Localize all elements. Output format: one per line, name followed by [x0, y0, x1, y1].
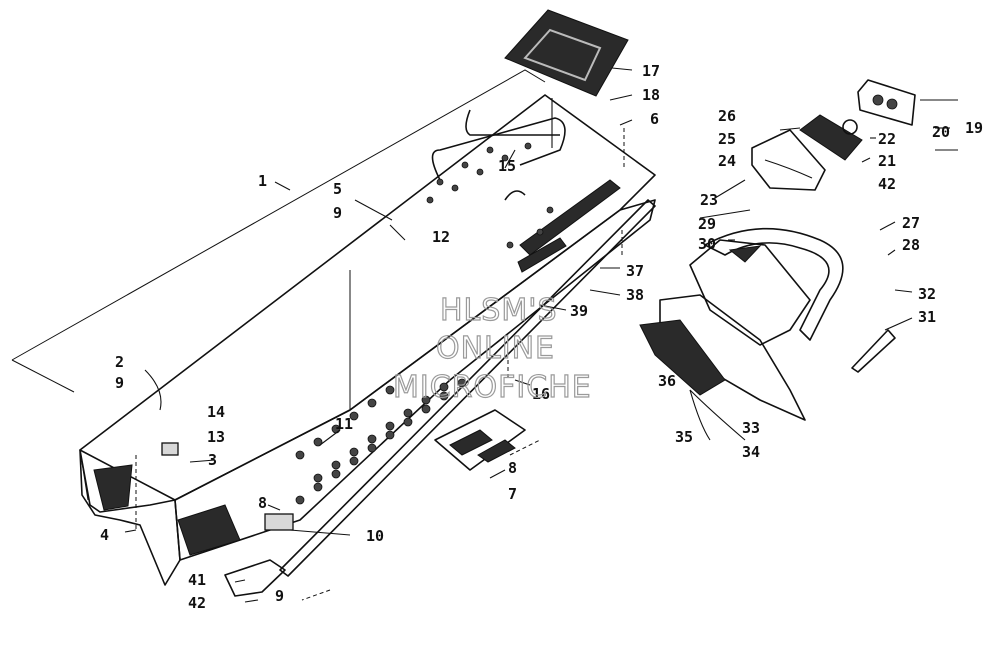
rivet-hole	[349, 411, 359, 421]
callout-24: 24	[718, 152, 736, 170]
callout-6: 6	[650, 110, 659, 128]
callout-9c: 9	[275, 587, 284, 605]
callout-41: 41	[188, 571, 206, 589]
watermark: HLSM'S ONLINE MICROFICHE	[392, 292, 592, 405]
deck-fastener	[461, 161, 469, 169]
callout-26: 26	[718, 107, 736, 125]
callout-42b: 42	[188, 594, 206, 612]
callout-32: 32	[918, 285, 936, 303]
callout-20: 20	[932, 123, 950, 141]
deck-fastener	[536, 228, 544, 236]
rivet-hole	[457, 378, 467, 388]
deck-fastener	[436, 178, 444, 186]
deck-fastener	[426, 196, 434, 204]
callout-3: 3	[208, 451, 217, 469]
tunnel-outline-leader	[11, 69, 546, 393]
rivet-hole	[295, 495, 305, 505]
callout-labels: 1 2 3 4 5 6 7 8 8 9 9 9 10 11 12 13 14 1…	[100, 62, 983, 612]
watermark-line-2: ONLINE	[436, 331, 555, 366]
callout-31: 31	[918, 308, 936, 326]
rivet-hole	[367, 434, 377, 444]
watermark-line-3: MICROFICHE	[393, 370, 592, 405]
callout-28: 28	[902, 236, 920, 254]
callout-15: 15	[498, 157, 516, 175]
rivet-hole	[385, 421, 395, 431]
callout-5: 5	[333, 180, 342, 198]
rivet-hole	[421, 404, 431, 414]
rivet-hole	[385, 385, 395, 395]
callout-38: 38	[626, 286, 644, 304]
callout-22: 22	[878, 130, 896, 148]
callout-36: 36	[658, 372, 676, 390]
rivet-hole	[403, 408, 413, 418]
tunnel-assembly	[79, 94, 656, 597]
taillight-assembly	[799, 79, 916, 161]
callout-37: 37	[626, 262, 644, 280]
callout-17: 17	[642, 62, 660, 80]
callout-25: 25	[718, 130, 736, 148]
callout-8a: 8	[508, 459, 517, 477]
callout-30: 30	[698, 235, 716, 253]
deck-fastener	[486, 146, 494, 154]
rivet-hole	[421, 395, 431, 405]
callout-42a: 42	[878, 175, 896, 193]
callout-29: 29	[698, 215, 716, 233]
rivet-hole	[349, 447, 359, 457]
watermark-line-1: HLSM'S	[440, 293, 558, 328]
callout-23: 23	[700, 191, 718, 209]
callout-12: 12	[432, 228, 450, 246]
rivet-hole	[367, 443, 377, 453]
deck-fastener	[451, 184, 459, 192]
callout-21: 21	[878, 152, 896, 170]
callout-9a: 9	[333, 204, 342, 222]
rivet-holes	[295, 142, 554, 505]
leader-lines	[124, 67, 958, 603]
callout-19: 19	[965, 119, 983, 137]
callout-34: 34	[742, 443, 760, 461]
snowflap-17	[504, 9, 629, 148]
callout-11: 11	[335, 415, 353, 433]
rear-bumper-27	[689, 227, 844, 346]
rivet-hole	[385, 430, 395, 440]
callout-9b: 9	[115, 374, 124, 392]
rivet-hole	[439, 382, 449, 392]
rivet-hole	[331, 460, 341, 470]
reflector-31	[851, 329, 896, 373]
rivet-hole	[439, 391, 449, 401]
callout-16: 16	[532, 385, 550, 403]
deck-fastener	[524, 142, 532, 150]
callout-33: 33	[742, 419, 760, 437]
deck-fastener	[476, 168, 484, 176]
callout-10: 10	[366, 527, 384, 545]
taillight-housing	[751, 129, 826, 191]
rivet-hole	[313, 482, 323, 492]
callout-8b: 8	[258, 494, 267, 512]
rivet-hole	[313, 473, 323, 483]
rivet-hole	[295, 450, 305, 460]
rivet-hole	[331, 469, 341, 479]
snowflap-33	[639, 294, 806, 421]
callout-1: 1	[258, 172, 267, 190]
callout-27: 27	[902, 214, 920, 232]
callout-7: 7	[508, 485, 517, 503]
deck-fastener	[501, 154, 509, 162]
callout-35: 35	[675, 428, 693, 446]
deck-fastener	[546, 206, 554, 214]
callout-18: 18	[642, 86, 660, 104]
rivet-hole	[313, 437, 323, 447]
deck-fastener	[506, 241, 514, 249]
rivet-hole	[349, 456, 359, 466]
callout-4: 4	[100, 526, 109, 544]
step-plate-7	[434, 409, 526, 471]
callout-2: 2	[115, 353, 124, 371]
rivet-hole	[367, 398, 377, 408]
callout-14: 14	[207, 403, 225, 421]
rivet-hole	[403, 417, 413, 427]
callout-39: 39	[570, 302, 588, 320]
callout-13: 13	[207, 428, 225, 446]
